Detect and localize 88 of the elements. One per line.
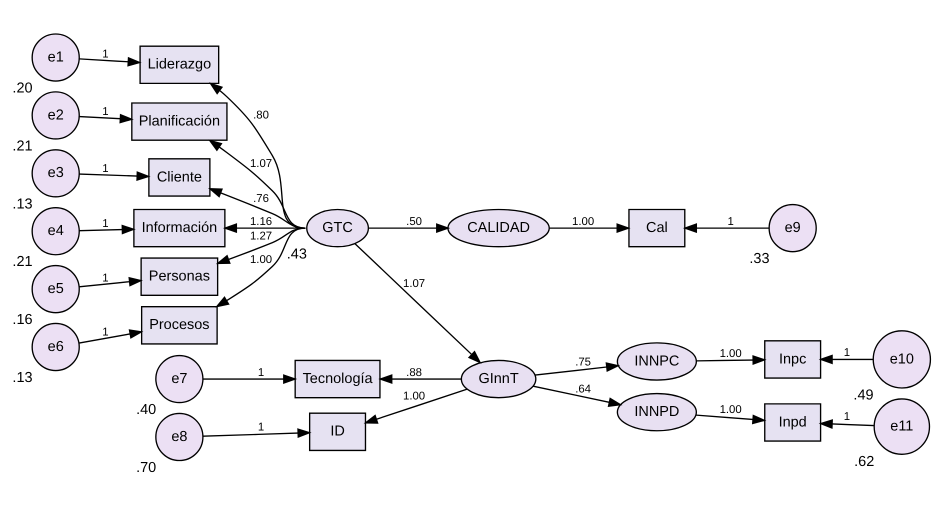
edge-label: 1.16 — [250, 216, 272, 228]
edge-label: 1.07 — [250, 158, 272, 170]
node-label: .20 — [12, 80, 33, 96]
node-ellipse: GTC — [306, 208, 370, 248]
arrow — [549, 223, 631, 234]
node-box: Planificación — [131, 102, 228, 141]
node-circle: e9 — [768, 204, 817, 252]
edge-label: 1 — [102, 163, 109, 176]
edge-label: .50 — [406, 216, 422, 228]
arrow — [696, 414, 766, 424]
edge-label: .88 — [406, 366, 422, 379]
edge-label: .64 — [575, 383, 592, 396]
arrow — [696, 355, 767, 365]
arrow — [682, 223, 770, 234]
edge-label: 1 — [258, 366, 264, 379]
arrow — [79, 114, 134, 124]
edge-label: 1.00 — [403, 390, 426, 403]
node-box: Cal — [628, 208, 686, 248]
edge-label: 1 — [102, 326, 109, 338]
node-circle: e11 — [874, 398, 930, 455]
node-circle: e10 — [872, 330, 932, 389]
arrow — [78, 276, 143, 288]
node-circle: e5 — [32, 264, 80, 314]
node-ellipse: GInnT — [460, 360, 536, 398]
node-circle: e3 — [32, 149, 80, 198]
arrow — [79, 224, 136, 234]
node-box: Inpc — [764, 340, 822, 379]
node-box: ID — [308, 412, 366, 452]
node-circle: e8 — [155, 412, 204, 462]
edge-label: .76 — [253, 193, 269, 206]
edge-label: 1 — [258, 422, 264, 434]
node-box: Tecnología — [294, 360, 381, 398]
node-box: Cliente — [148, 158, 211, 197]
node-label: .62 — [854, 454, 874, 470]
edge-label: 1.07 — [403, 278, 426, 290]
arrow — [535, 362, 620, 376]
edge-label: .80 — [253, 109, 269, 122]
node-circle: e6 — [32, 322, 80, 372]
arrow — [208, 82, 306, 229]
arrow — [202, 428, 312, 438]
edge-label: .75 — [575, 356, 592, 368]
arrow — [79, 171, 151, 181]
node-ellipse: CALIDAD — [447, 208, 550, 248]
node-label: .70 — [136, 460, 156, 476]
arrow — [364, 388, 468, 424]
arrow — [78, 329, 144, 344]
node-label: .21 — [12, 254, 33, 270]
arrow — [208, 139, 306, 229]
edge-label: 1.00 — [572, 216, 594, 228]
arrow — [818, 419, 874, 429]
node-ellipse: INNPC — [616, 342, 698, 381]
node-label: .40 — [136, 402, 156, 418]
node-box: Información — [133, 208, 226, 248]
node-circle: e4 — [32, 207, 80, 256]
node-label: .16 — [12, 312, 33, 328]
edge-label: 1 — [844, 411, 850, 424]
edge-label: 1.00 — [720, 348, 742, 360]
arrow — [533, 386, 622, 407]
arrow — [818, 354, 874, 364]
node-circle: e2 — [32, 91, 80, 140]
edge-label: 1 — [102, 106, 109, 118]
edge-label: 1.00 — [720, 404, 742, 416]
node-label: .13 — [12, 196, 33, 212]
edge-label: 1 — [844, 347, 850, 360]
node-circle: e1 — [32, 33, 80, 82]
node-label: .21 — [12, 138, 33, 154]
arrow — [354, 243, 482, 364]
edge-label: 1 — [102, 218, 109, 230]
node-box: Procesos — [140, 306, 218, 345]
node-box: Inpd — [764, 403, 822, 442]
arrow — [202, 374, 298, 384]
node-label: .49 — [853, 388, 874, 404]
node-ellipse: INNPD — [616, 392, 698, 432]
edge-label: 1 — [102, 48, 109, 60]
arrow — [378, 374, 462, 384]
node-label: .33 — [749, 251, 770, 268]
edge-label: 1 — [727, 216, 734, 228]
arrow — [79, 56, 142, 67]
node-label: .43 — [286, 246, 307, 262]
node-label: .13 — [12, 370, 33, 386]
node-box: Personas — [140, 257, 218, 296]
edge-label: 1 — [102, 272, 109, 285]
node-box: Liderazgo — [139, 45, 220, 84]
node-circle: e7 — [155, 354, 204, 404]
edge-label: 1.00 — [250, 254, 272, 266]
arrow — [215, 227, 306, 308]
edge-label: 1.27 — [250, 230, 272, 242]
arrow — [368, 223, 450, 234]
